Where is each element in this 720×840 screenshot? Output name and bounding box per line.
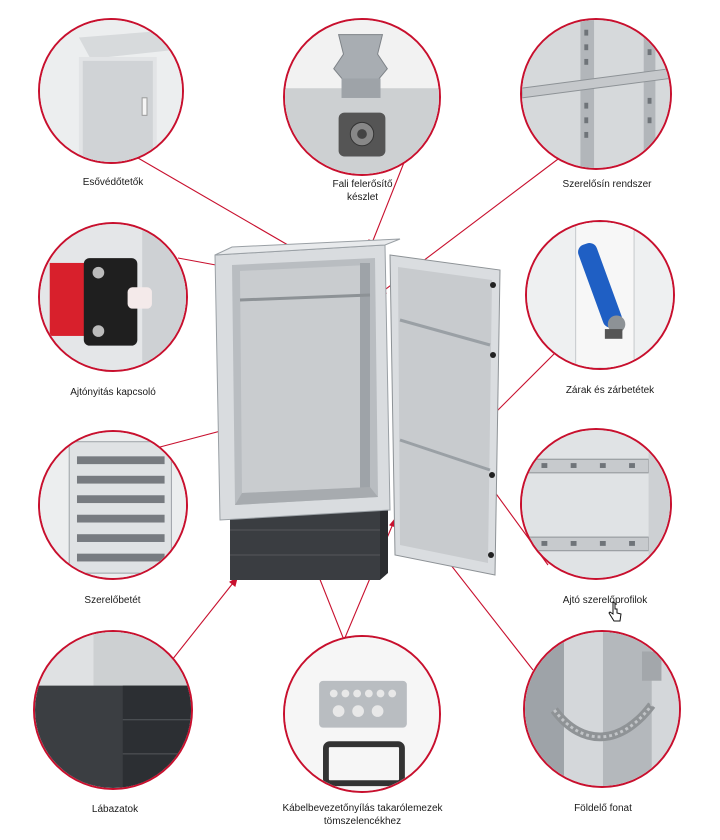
gland-plates-label: Kábelbevezetőnyílás takarólemezek tömsze… (270, 802, 455, 828)
mounting-rail-label: Szerelősín rendszer (562, 179, 652, 190)
plinth-image (35, 632, 191, 788)
cabinet-illustration (214, 238, 501, 580)
mounting-insert-image (40, 432, 186, 578)
rain-canopy-detail (38, 18, 184, 164)
rain-canopy-image (40, 20, 182, 162)
gland-plates-detail (283, 635, 441, 793)
wall-mount-image (285, 20, 439, 174)
rain-canopy-label: Esővédőtetők (82, 177, 144, 188)
door-profiles-detail (520, 428, 672, 580)
door-switch-detail (38, 222, 188, 372)
mounting-insert-label: Szerelőbetét (84, 595, 141, 606)
gland-plates-image (285, 637, 439, 791)
door-switch-image (40, 224, 186, 370)
door-profiles-label: Ajtó szerelőprofilok (562, 595, 648, 606)
wall-mount-detail (283, 18, 441, 176)
wall-mount-label-line1: Fali felerősítő (332, 179, 393, 190)
door-profiles-image (522, 430, 670, 578)
earth-strap-image (525, 632, 679, 786)
earth-strap-detail (523, 630, 681, 788)
wall-mount-label-line2: készlet (346, 192, 379, 203)
mounting-rail-image (522, 20, 670, 168)
wall-mount-label: Fali felerősítő készlet (315, 178, 410, 204)
earth-strap-label: Földelő fonat (574, 803, 632, 814)
mouse-cursor-icon (608, 601, 622, 622)
gland-plates-label-line1: Kábelbevezetőnyílás takarólemezek (282, 803, 443, 814)
plinth-label: Lábazatok (91, 804, 139, 815)
gland-plates-label-line2: tömszelencékhez (323, 816, 402, 827)
plinth-detail (33, 630, 193, 790)
locks-label: Zárak és zárbetétek (565, 385, 655, 396)
locks-image (527, 222, 673, 368)
mounting-rail-detail (520, 18, 672, 170)
door-switch-label: Ajtónyitás kapcsoló (70, 387, 156, 398)
locks-detail (525, 220, 675, 370)
mounting-insert-detail (38, 430, 188, 580)
